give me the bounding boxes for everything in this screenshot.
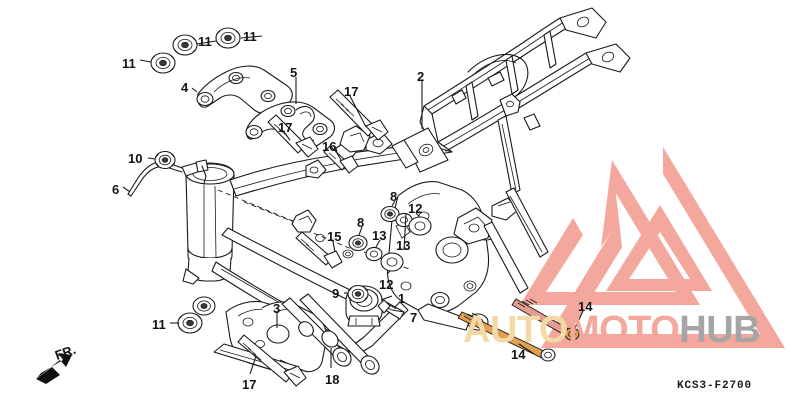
part-14-long-bolt-upper [511,298,580,341]
part-5-lower-bracket [245,101,336,149]
front-direction-arrow [36,353,72,384]
callout-number: 13 [372,228,387,243]
callout-number: 2 [417,69,425,84]
callout-number: 7 [410,310,418,325]
rear-subframe-assembly [403,7,631,195]
callout-number: 6 [112,182,120,197]
callout-number: 15 [327,229,342,244]
callout-number: 8 [357,215,365,230]
callout-number: 18 [325,372,340,387]
callout-number: 11 [198,34,212,49]
watermark-segment-auto: AUTO [463,309,568,351]
callout-number: 10 [128,151,143,166]
callout-number: 17 [278,120,293,135]
callout-number: 17 [344,84,359,99]
callout-number: 14 [511,347,526,362]
callout-number: 11 [122,56,136,71]
callout-number: 3 [273,301,281,316]
callout-number: 9 [332,286,340,301]
part-16-bolt [323,145,359,174]
callout-number: 8 [390,189,398,204]
part-18-lower-stay-tubes [281,293,380,375]
watermark-text: AUTOMOTOHUB [463,309,761,351]
diagram-part-number: KCS3-F2700 [676,380,752,392]
part-11-nuts [150,27,241,334]
callout-number: 13 [396,238,411,253]
part-17-bolt-bottom [237,334,307,387]
callout-number: 11 [243,29,257,44]
frame-rear-lower-tubes [483,187,549,294]
callout-number: 12 [379,277,394,292]
watermark-segment-moto: MOTO [567,309,680,351]
frame-internal-boss [291,209,354,259]
callout-number: 12 [408,201,423,216]
part-15-bolt [295,231,343,269]
watermark-segment-hub: HUB [679,309,761,351]
callout-number: 16 [322,139,337,154]
callout-number: 4 [181,80,189,95]
callout-leader-lines [122,35,584,375]
callout-number: 1 [398,291,406,306]
callout-number: 11 [152,317,166,332]
callout-number: 17 [242,377,257,392]
part-17-bolt-mid [267,114,319,158]
part-10-nut [154,150,176,170]
part-4-upper-bracket [196,65,293,115]
callout-number: 5 [290,65,298,80]
steering-head-tube [182,162,235,285]
part-9-nut [347,284,369,304]
part-8-12-13-washers-nuts [348,205,432,272]
frame-upper-detail-cluster [305,125,419,179]
part-14-long-bolt-lower [457,311,556,362]
callout-number: 14 [578,299,593,314]
